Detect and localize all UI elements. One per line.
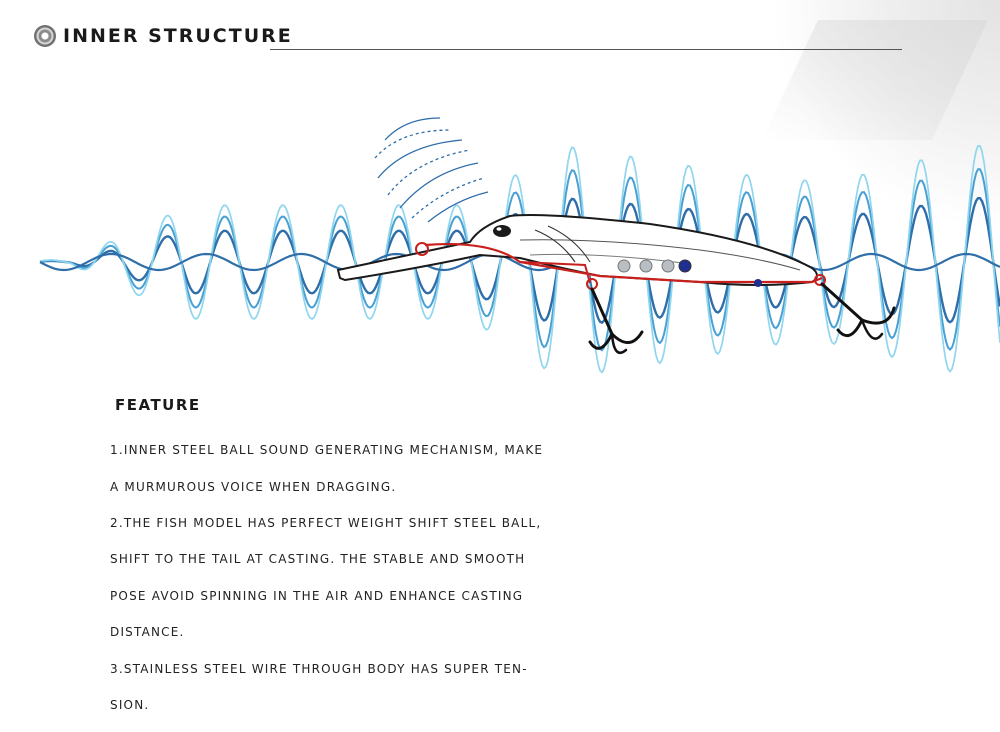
sound-wave-baseline xyxy=(39,252,1000,272)
feature-description: 1.INNER STEEL BALL SOUND GENERATING MECH… xyxy=(110,423,550,732)
feature-line: SION. xyxy=(110,698,150,713)
feature-section: FEATURE 1.INNER STEEL BALL SOUND GENERAT… xyxy=(110,396,550,732)
page-title: INNER STRUCTURE xyxy=(63,25,293,47)
sound-wave-line xyxy=(39,168,1000,352)
section-header: INNER STRUCTURE xyxy=(34,24,904,54)
feature-line: SHIFT TO THE TAIL AT CASTING. THE STABLE… xyxy=(110,552,526,567)
feature-line: DISTANCE. xyxy=(110,625,185,640)
lure-diagram xyxy=(39,117,1000,374)
sound-arcs-icon xyxy=(374,117,489,223)
feature-line: 1.INNER STEEL BALL SOUND GENERATING MECH… xyxy=(110,443,544,458)
treble-hook-front-icon xyxy=(588,287,644,354)
fishing-lure-icon xyxy=(336,214,826,290)
feature-line: 3.STAINLESS STEEL WIRE THROUGH BODY HAS … xyxy=(110,661,528,676)
treble-hook-rear-icon xyxy=(820,282,896,340)
sound-wave-line xyxy=(39,145,1000,374)
feature-line: A MURMUROUS VOICE WHEN DRAGGING. xyxy=(110,479,397,494)
feature-title: FEATURE xyxy=(115,396,201,414)
corner-background-shade xyxy=(770,0,1000,230)
circle-ring-icon xyxy=(34,25,56,47)
sound-waves-icon xyxy=(39,145,1000,374)
feature-line: 2.THE FISH MODEL HAS PERFECT WEIGHT SHIF… xyxy=(110,516,542,531)
header-divider xyxy=(270,49,902,50)
